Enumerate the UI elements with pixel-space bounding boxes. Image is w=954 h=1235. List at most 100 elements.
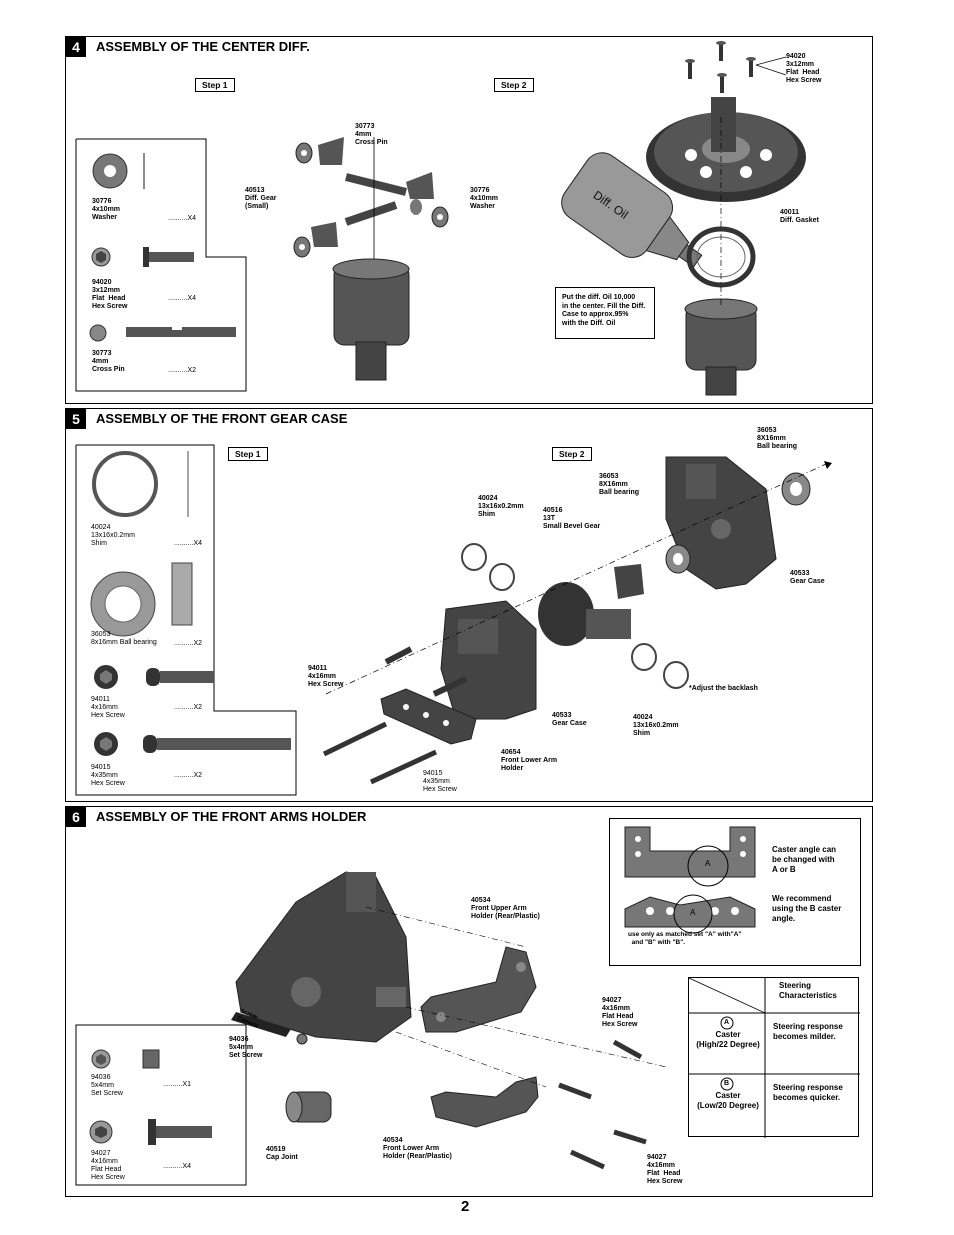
cap-joint-icon — [285, 1091, 332, 1123]
callout-shim: 40024 13x16x0.2mm Shim — [478, 495, 524, 518]
shim-icon — [92, 451, 189, 517]
hex-screw-icon — [94, 732, 291, 756]
part-label: 94011 4x16mm Hex Screw — [91, 696, 125, 719]
callout-gear-case: 40533 Gear Case — [552, 712, 587, 727]
callout-ball-bearing: 36053 8X16mm Ball bearing — [599, 473, 640, 496]
caster-holders-illustration — [624, 826, 756, 934]
center-diff-illustration: Diff. Oil — [75, 41, 806, 396]
caster-text-a: Caster angle can be changed with A or B — [772, 845, 837, 874]
callout-flat-head-screw: 94020 3x12mm Flat Head Hex Screw — [786, 53, 822, 84]
front-arms-holder-illustration — [75, 871, 667, 1186]
callout-flat-head-screw: 94027 4x16mm Flat Head Hex Screw — [647, 1154, 683, 1185]
row-mark: B — [724, 1080, 730, 1087]
part-qty: ..........X4 — [168, 295, 197, 302]
part-qty: ..........X1 — [163, 1081, 192, 1088]
section-center-diff: 4 ASSEMBLY OF THE CENTER DIFF. Step 1 St… — [65, 36, 873, 404]
callout-cross-pin: 30773 4mm Cross Pin — [355, 123, 388, 146]
callout-flat-head-screw: 94027 4x16mm Flat Head Hex Screw — [602, 997, 638, 1028]
section-number: 5 — [66, 409, 86, 429]
part-label: 94036 5x4mm Set Screw — [91, 1074, 123, 1097]
part-label: 94015 4x35mm Hex Screw — [91, 764, 125, 787]
row-desc: Steering response becomes quicker. — [773, 1083, 843, 1102]
caster-angle-panel: A A Caster angle can be changed with A o… — [609, 818, 861, 966]
step-1-label: Step 1 — [228, 447, 268, 461]
row-mark: A — [724, 1019, 730, 1026]
diff-case-filled-icon — [684, 298, 758, 396]
set-screw-icon — [296, 1033, 308, 1045]
step-2-label: Step 2 — [552, 447, 592, 461]
section-front-gear-case: 5 ASSEMBLY OF THE FRONT GEAR CASE Step 1… — [65, 408, 873, 802]
caster-text-b: We recommend using the B caster angle. — [772, 894, 842, 923]
gear-case-icon — [440, 600, 537, 720]
callout-upper-arm-holder: 40534 Front Upper Arm Holder (Rear/Plast… — [471, 897, 540, 920]
part-qty: ..........X4 — [168, 215, 197, 222]
spur-gear-icon — [646, 97, 806, 202]
front-lower-arm-holder-icon — [380, 688, 477, 745]
flat-head-screw-icon — [89, 1119, 212, 1145]
flat-head-screw-icon — [685, 41, 787, 93]
part-label: 94027 4x16mm Flat Head Hex Screw — [91, 1150, 125, 1181]
diff-oil-bottle-icon: Diff. Oil — [561, 152, 703, 268]
shim-icon — [461, 543, 689, 689]
steering-table-grid — [688, 977, 860, 1138]
row-caster: Caster (Low/20 Degree) — [697, 1091, 759, 1110]
callout-hex-screw: 94011 4x16mm Hex Screw — [308, 665, 344, 688]
diff-assembly-icon — [538, 582, 631, 646]
part-qty: ..........X4 — [163, 1163, 192, 1170]
gear-case-icon — [665, 456, 777, 590]
part-label: 30773 4mm Cross Pin — [92, 350, 125, 373]
part-label: 94020 3x12mm Flat Head Hex Screw — [92, 279, 128, 310]
table-header: Steering Characteristics — [779, 981, 837, 1000]
part-qty: ..........X4 — [174, 540, 203, 547]
part-qty: ..........X2 — [174, 640, 203, 647]
part-label: 40024 13x16x0.2mm Shim — [91, 524, 135, 547]
part-label: 36053 8x16mm Ball bearing — [91, 631, 157, 646]
gear-case-icon — [235, 871, 412, 1043]
hex-screw-icon — [322, 646, 468, 785]
callout-shim: 40024 13x16x0.2mm Shim — [633, 714, 679, 737]
set-screw-icon — [91, 1049, 160, 1069]
row-caster: Caster (High/22 Degree) — [696, 1030, 760, 1049]
part-qty: ..........X2 — [174, 704, 203, 711]
callout-lower-arm-holder: 40534 Front Lower Arm Holder (Rear/Plast… — [383, 1137, 452, 1160]
hex-screw-icon — [94, 665, 214, 689]
section-number: 6 — [66, 807, 86, 827]
step-1-label: Step 1 — [195, 78, 235, 92]
callout-bevel-gear: 40516 13T Small Bevel Gear — [543, 507, 601, 530]
callout-ball-bearing: 36053 8X16mm Ball bearing — [757, 427, 798, 450]
steering-table: Steering Characteristics A Caster (High/… — [688, 977, 860, 1138]
front-upper-arm-holder-icon — [420, 946, 537, 1033]
arm-holder-a-icon — [624, 826, 756, 887]
caster-note: use only as matched set "A" with"A" and … — [628, 931, 742, 946]
callout-set-screw: 94036 5x4mm Set Screw — [229, 1036, 263, 1059]
callout-diff-gasket: 40011 Diff. Gasket — [780, 209, 819, 224]
caster-mark-a: A — [705, 859, 711, 868]
callout-backlash: *Adjust the backlash — [689, 685, 758, 692]
washer-icon — [92, 153, 145, 189]
part-qty: ..........X2 — [174, 772, 203, 779]
callout-cap-joint: 40519 Cap Joint — [266, 1146, 298, 1161]
callout-hex-screw: 94015 4x35mm Hex Screw — [423, 770, 457, 793]
diff-case-icon — [332, 258, 410, 381]
front-lower-arm-holder-icon — [430, 1076, 539, 1128]
step-2-label: Step 2 — [494, 78, 534, 92]
row-desc: Steering response becomes milder. — [773, 1022, 843, 1041]
page-number: 2 — [461, 1198, 470, 1215]
diff-gears-icon — [293, 137, 449, 283]
diff-oil-note: Put the diff. Oil 10,000 in the center. … — [555, 287, 655, 339]
front-gear-case-illustration — [75, 444, 832, 796]
section-title: ASSEMBLY OF THE FRONT ARMS HOLDER — [96, 809, 367, 824]
caster-mark-a: A — [690, 908, 696, 917]
part-qty: ..........X2 — [168, 367, 197, 374]
screw-cement-icon — [231, 1012, 291, 1037]
ball-bearing-icon — [90, 562, 193, 637]
section-front-arms-holder: 6 ASSEMBLY OF THE FRONT ARMS HOLDER — [65, 806, 873, 1197]
part-label: 30776 4x10mm Washer — [92, 198, 121, 221]
flat-head-screw-icon — [558, 1039, 647, 1170]
bevel-gear-icon — [614, 564, 644, 599]
section-number: 4 — [66, 37, 86, 57]
flat-head-screw-icon — [91, 247, 194, 267]
callout-washer: 30776 4x10mm Washer — [470, 187, 499, 210]
arm-holder-b-icon — [624, 894, 756, 934]
callout-arm-holder: 40654 Front Lower Arm Holder — [501, 749, 558, 772]
